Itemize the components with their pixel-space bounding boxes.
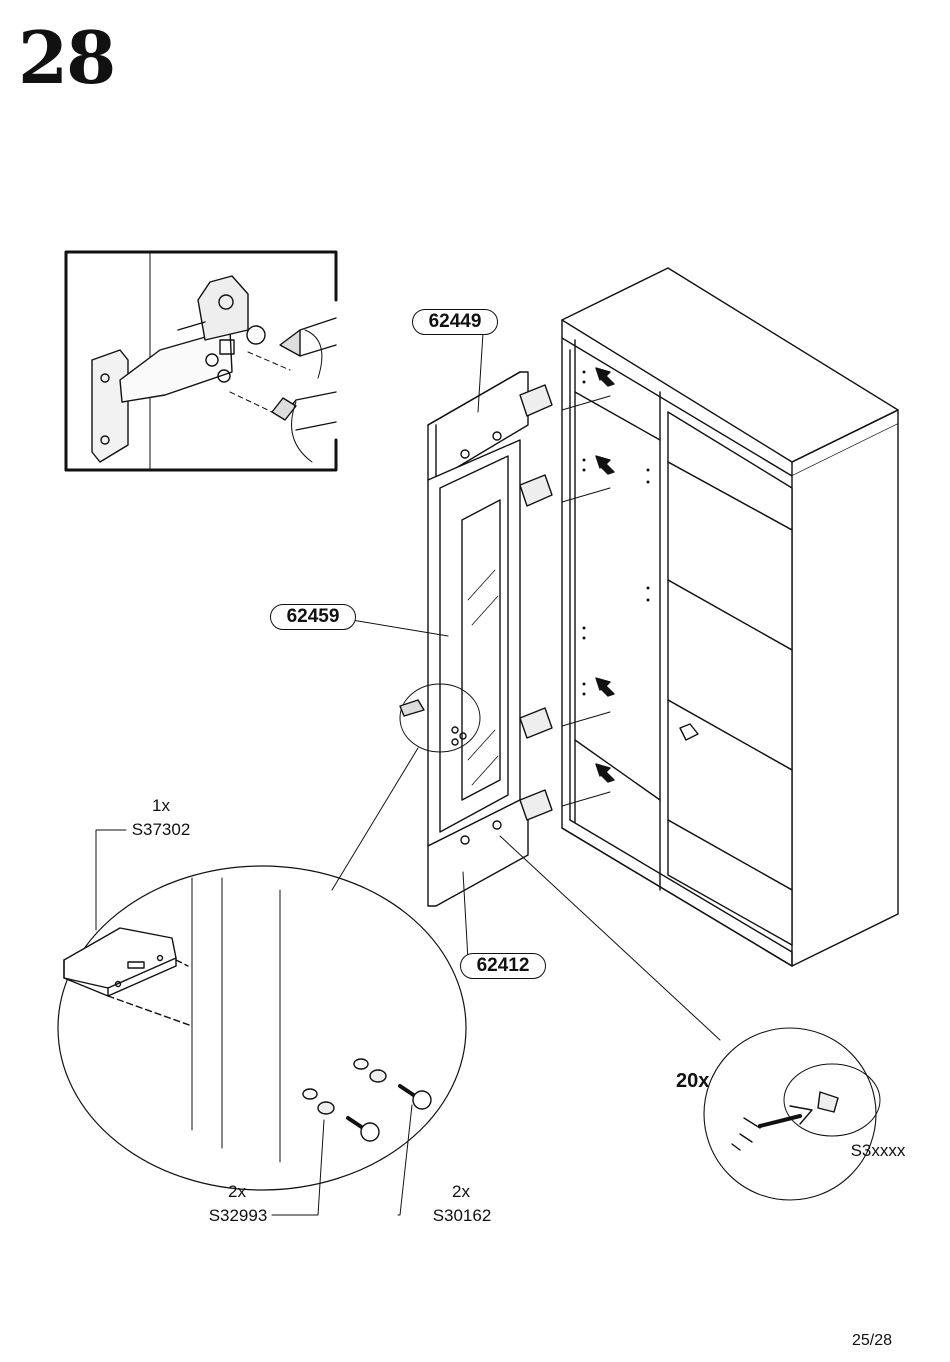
door-assembly [399, 371, 553, 907]
page-number: 25/28 [851, 1332, 892, 1349]
plug-code: S32993 [208, 1206, 268, 1225]
leader-lines [95, 332, 721, 1216]
screwdriver-icon [271, 317, 337, 463]
step-number: 28 [18, 15, 116, 100]
part-label-glass-frame: 62459 [270, 604, 356, 630]
screw-qty: 2x [452, 1182, 470, 1201]
cabinet-body [561, 267, 899, 967]
cam-lock-code: S3xxxx [850, 1141, 906, 1160]
connector-code: S37302 [131, 820, 191, 839]
door-hinges [519, 384, 553, 821]
plug-qty: 2x [228, 1182, 246, 1201]
plug-icon [302, 1058, 387, 1115]
cam-lock-detail [703, 1027, 881, 1201]
connector-icon [63, 927, 193, 1027]
hinge-icon [91, 275, 266, 463]
glass-frame [427, 439, 521, 847]
part-label-top-panel: 62449 [412, 309, 498, 335]
part-label-bottom-panel: 62412 [460, 953, 546, 979]
connector-qty: 1x [152, 796, 170, 815]
screw-icon [346, 1084, 432, 1142]
cam-lock-qty: 20x [676, 1070, 710, 1092]
insertion-arrow-icon [595, 367, 615, 783]
hinge-detail-inset [64, 250, 338, 472]
screw-code: S30162 [432, 1206, 492, 1225]
hardware-detail-ellipse [57, 865, 467, 1191]
